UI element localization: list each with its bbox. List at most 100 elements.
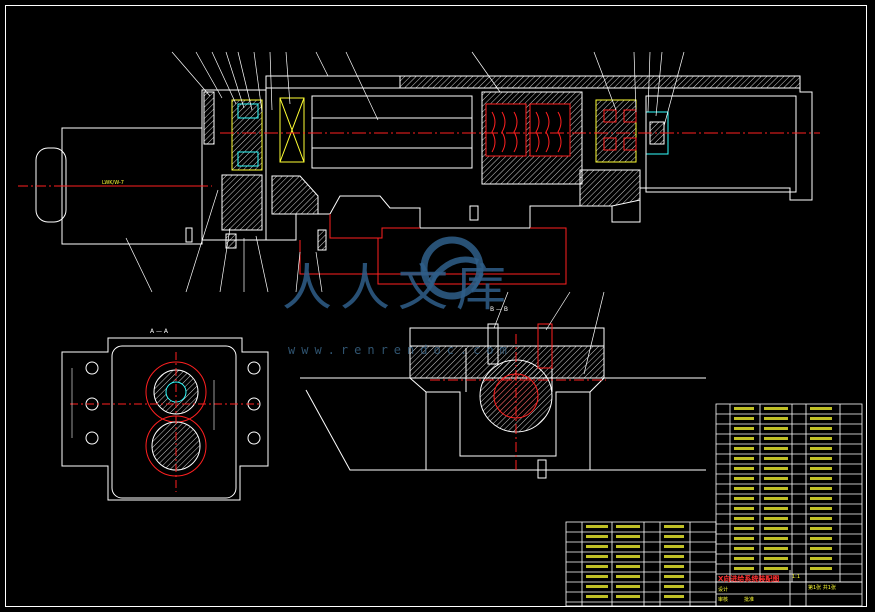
table-cell-mark — [810, 417, 832, 420]
table-cell-mark — [810, 497, 832, 500]
table-cell-mark — [664, 535, 684, 538]
table-cell-mark — [810, 487, 832, 490]
table-cell-mark — [764, 467, 788, 470]
table-cell-mark — [810, 547, 832, 550]
table-cell-mark — [764, 477, 788, 480]
table-cell-mark — [764, 447, 788, 450]
main-assembly-view — [18, 51, 820, 293]
table-cell-mark — [810, 457, 832, 460]
approver-label: 批准 — [744, 597, 755, 603]
table-cell-mark — [810, 557, 832, 560]
watermark-url: www.renrendoc.com — [288, 343, 513, 357]
table-cell-mark — [616, 545, 640, 548]
table-cell-mark — [810, 507, 832, 510]
section-b-view — [300, 291, 706, 479]
table-cell-mark — [664, 545, 684, 548]
table-cell-mark — [616, 565, 640, 568]
table-cell-mark — [764, 527, 788, 530]
table-cell-mark — [734, 567, 754, 570]
table-cell-mark — [734, 417, 754, 420]
table-cell-mark — [810, 407, 832, 410]
bearing-housing — [201, 89, 305, 241]
sheet-info: 第1张 共1张 — [808, 585, 836, 591]
table-cell-mark — [764, 407, 788, 410]
table-cell-mark — [586, 545, 608, 548]
table-cell-mark — [764, 507, 788, 510]
table-cell-mark — [586, 595, 608, 598]
table-cell-mark — [810, 527, 832, 530]
table-cell-mark — [664, 595, 684, 598]
table-cell-mark — [810, 467, 832, 470]
table-cell-mark — [734, 517, 754, 520]
table-cell-mark — [734, 547, 754, 550]
table-cell-mark — [810, 567, 832, 570]
table-cell-mark — [734, 557, 754, 560]
table-cell-mark — [664, 565, 684, 568]
end-bearing — [595, 95, 797, 193]
watermark-brand: 人人文库 — [282, 259, 514, 317]
table-cell-mark — [764, 557, 788, 560]
table-cell-mark — [764, 427, 788, 430]
table-cell-mark — [616, 525, 640, 528]
table-cell-mark — [616, 585, 640, 588]
table-cell-mark — [664, 575, 684, 578]
table-cell-mark — [734, 437, 754, 440]
table-cell-mark — [810, 517, 832, 520]
table-cell-mark — [764, 487, 788, 490]
table-cell-mark — [734, 497, 754, 500]
table-cell-mark — [734, 427, 754, 430]
table-cell-mark — [616, 595, 640, 598]
table-cell-mark — [810, 427, 832, 430]
table-cell-mark — [764, 537, 788, 540]
table-cell-mark — [810, 477, 832, 480]
scale-value: 1:1 — [792, 574, 801, 580]
drawing-frame — [5, 5, 867, 607]
table-cell-mark — [764, 497, 788, 500]
section-b-label: B — B — [490, 306, 509, 313]
table-cell-mark — [586, 575, 608, 578]
table-cell-mark — [810, 447, 832, 450]
table-cell-mark — [586, 585, 608, 588]
slide-housing — [265, 75, 813, 241]
part-leaders-b — [493, 291, 605, 375]
table-cell-mark — [734, 407, 754, 410]
table-cell-mark — [734, 487, 754, 490]
designer-label: 设计 — [718, 587, 729, 593]
motor-note: LWK/W-7 — [102, 180, 124, 186]
table-cell-mark — [664, 585, 684, 588]
ball-screw-nut — [481, 91, 583, 185]
table-cell-mark — [734, 477, 754, 480]
table-cell-mark — [734, 467, 754, 470]
table-cell-mark — [764, 457, 788, 460]
table-cell-mark — [734, 537, 754, 540]
drawing-title: X向进给系统装配图 — [718, 575, 780, 583]
table-cell-mark — [734, 457, 754, 460]
table-cell-mark — [764, 547, 788, 550]
table-cell-mark — [664, 555, 684, 558]
table-cell-mark — [764, 417, 788, 420]
table-cell-mark — [764, 567, 788, 570]
table-cell-mark — [734, 447, 754, 450]
table-cell-mark — [616, 535, 640, 538]
table-cell-mark — [810, 537, 832, 540]
table-cell-mark — [616, 555, 640, 558]
table-cell-mark — [586, 565, 608, 568]
checker-label: 审核 — [718, 597, 729, 603]
parts-list — [715, 403, 863, 583]
title-block — [565, 521, 863, 607]
table-cell-mark — [810, 437, 832, 440]
table-cell-mark — [734, 527, 754, 530]
table-cell-mark — [764, 517, 788, 520]
guide-profile — [329, 214, 567, 285]
table-cell-mark — [586, 525, 608, 528]
table-cell-mark — [764, 437, 788, 440]
table-cell-mark — [664, 525, 684, 528]
section-a-view — [61, 337, 269, 501]
table-cell-mark — [616, 575, 640, 578]
table-cell-mark — [586, 535, 608, 538]
section-a-label: A — A — [150, 328, 169, 335]
table-cell-mark — [586, 555, 608, 558]
table-cell-mark — [734, 507, 754, 510]
